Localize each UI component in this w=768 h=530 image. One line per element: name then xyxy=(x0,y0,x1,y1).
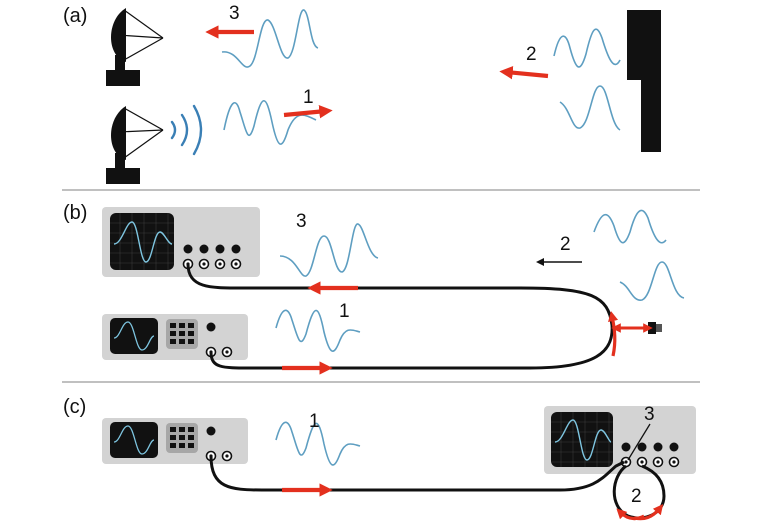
pointer-line xyxy=(627,423,651,461)
transmitted-wave xyxy=(223,100,317,145)
label-reflected-b: 3 xyxy=(296,211,307,232)
radar-dish-icon xyxy=(106,8,164,86)
oscilloscope-icon xyxy=(544,406,696,474)
label-transmitted-b: 1 xyxy=(339,301,350,322)
arrow-reflector xyxy=(499,65,549,80)
transmitted-wave xyxy=(275,309,361,352)
radio-waves-icon xyxy=(170,104,203,156)
oscilloscope-icon xyxy=(102,207,260,277)
panel-label-c: (c) xyxy=(63,396,86,418)
cable-loop-b xyxy=(186,263,614,370)
label-reflected-a: 3 xyxy=(229,3,240,24)
panel-label-b: (b) xyxy=(63,202,87,224)
arrow-reflection-point xyxy=(608,310,619,357)
label-transmitted-c: 1 xyxy=(309,411,320,432)
reflected-wave xyxy=(221,9,319,68)
reflected-wave xyxy=(279,223,379,277)
panel-label-a: (a) xyxy=(63,5,87,27)
arrow-loop-left xyxy=(616,508,645,521)
transmitted-wave xyxy=(275,421,361,466)
pulse-generator-icon xyxy=(102,418,248,464)
label-reflected-c: 3 xyxy=(644,404,655,425)
arrow-loop-right xyxy=(633,504,664,521)
cable-link-c xyxy=(209,455,625,492)
reflector-wall-icon xyxy=(627,10,661,152)
label-transmitted-a: 1 xyxy=(303,87,314,108)
radar-dish-icon xyxy=(106,106,164,184)
reflector-wave-upper xyxy=(553,28,621,68)
label-reflector-b: 2 xyxy=(560,234,571,255)
reflector-wave-upper xyxy=(593,209,667,244)
label-reflector-a: 2 xyxy=(526,44,537,65)
pulse-generator-icon xyxy=(102,314,248,360)
reflector-wave-lower xyxy=(619,261,685,301)
arrow-transmitted xyxy=(283,104,333,119)
label-loop-c: 2 xyxy=(631,486,642,507)
reflector-wave-lower xyxy=(559,85,621,131)
